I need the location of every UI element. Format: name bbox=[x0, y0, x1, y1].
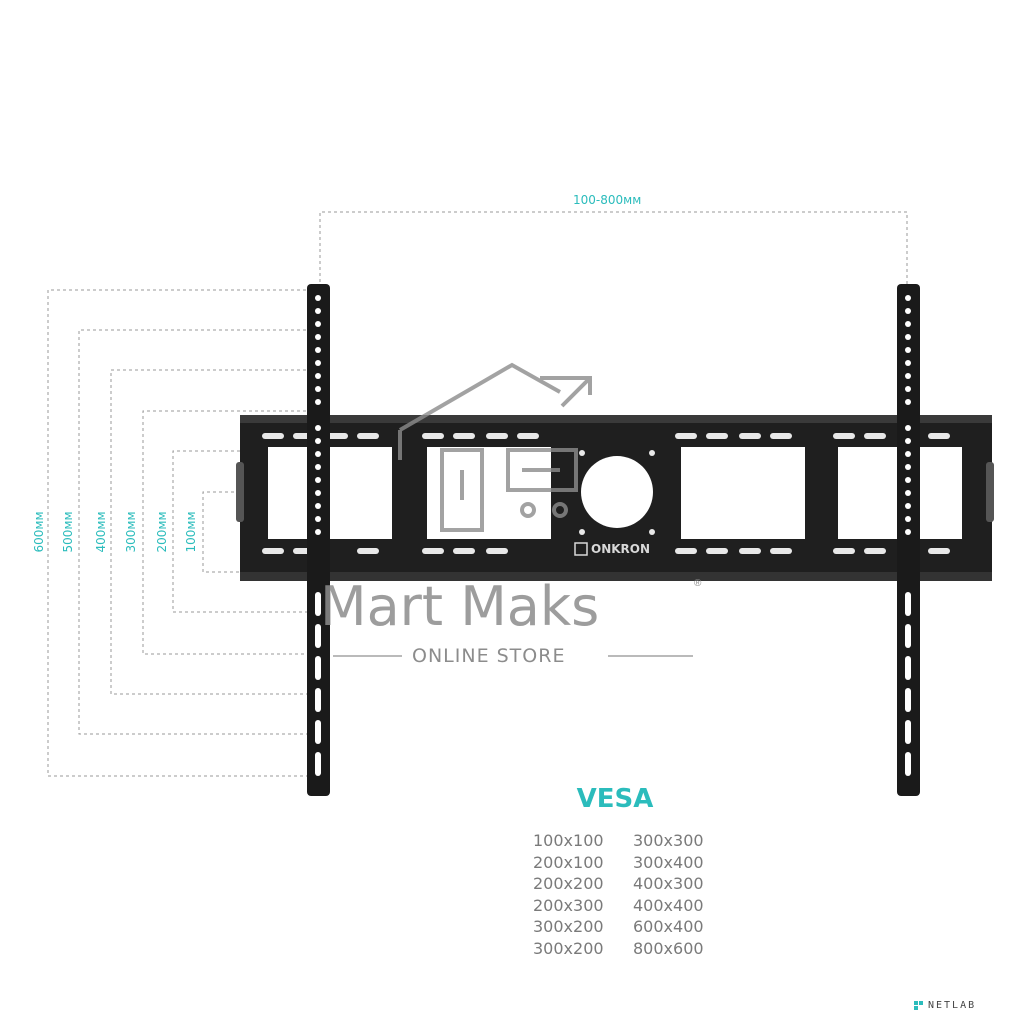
onkron-brand-text: ONKRON bbox=[591, 542, 651, 556]
height-label-400: 400мм bbox=[94, 511, 108, 553]
horizontal-plate bbox=[236, 415, 994, 581]
onkron-logo-icon bbox=[574, 542, 588, 556]
vesa-size: 100x100 bbox=[533, 831, 604, 850]
vesa-size: 800x600 bbox=[633, 938, 704, 958]
height-label-600: 600мм bbox=[32, 511, 46, 553]
vesa-size: 400x300 bbox=[633, 874, 704, 894]
height-label-500: 500мм bbox=[61, 511, 75, 553]
height-label-300: 300мм bbox=[124, 511, 138, 553]
height-label-200: 200мм bbox=[155, 511, 169, 553]
vesa-size: 300x400 bbox=[633, 852, 704, 872]
vesa-title: VESA bbox=[576, 784, 654, 814]
vesa-size: 300x300 bbox=[633, 831, 704, 850]
vesa-column-1: 100x100 200x100 200x200 200x300 300x200 … bbox=[533, 830, 604, 960]
left-vertical-arm bbox=[307, 284, 330, 796]
netlab-logo-icon bbox=[914, 1001, 923, 1010]
watermark-subtitle: ONLINE STORE bbox=[412, 645, 566, 667]
watermark-registered-mark: ® bbox=[694, 578, 702, 589]
vesa-size: 400x400 bbox=[633, 895, 704, 915]
right-vertical-arm bbox=[897, 284, 920, 796]
mart-maks-logo-icon bbox=[398, 362, 592, 532]
vesa-size: 300x200 bbox=[533, 917, 604, 937]
vesa-column-2: 300x300 300x400 400x300 400x400 600x400 … bbox=[633, 830, 704, 960]
height-label-100: 100мм bbox=[184, 511, 198, 553]
netlab-mark: NETLAB bbox=[928, 1000, 977, 1011]
vesa-size: 300x200 bbox=[533, 938, 604, 958]
watermark-title: Mart Maks bbox=[320, 575, 600, 638]
vesa-size: 200x300 bbox=[533, 895, 604, 915]
vesa-size: 600x400 bbox=[633, 917, 704, 937]
width-dimension-label: 100-800мм bbox=[573, 193, 642, 207]
vesa-size: 200x200 bbox=[533, 874, 604, 894]
vesa-size: 200x100 bbox=[533, 852, 604, 872]
